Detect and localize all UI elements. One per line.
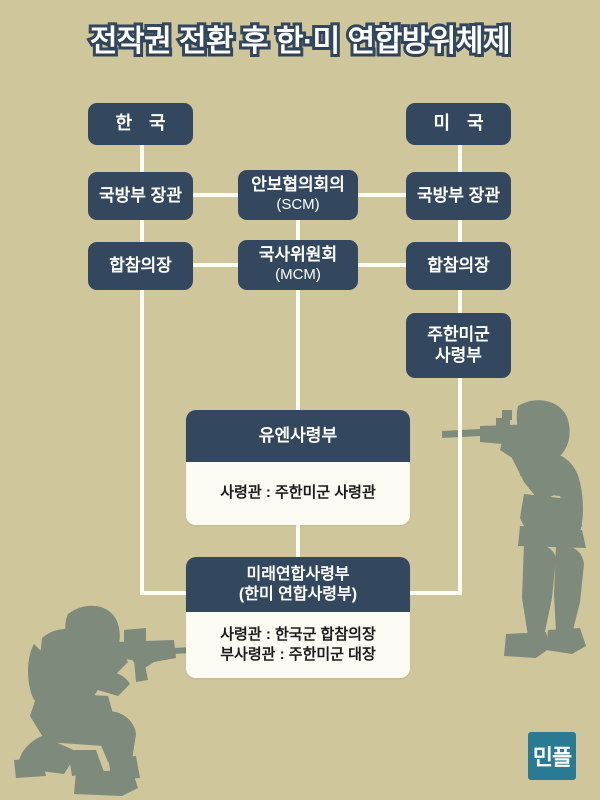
publisher-logo-text: 민플 xyxy=(532,745,572,770)
box-scm[interactable]: 안보협의회의 (SCM) xyxy=(238,170,358,220)
card-future-combined-command-body: 사령관 : 한국군 합참의장 부사령관 : 주한미군 대장 xyxy=(186,612,410,678)
connector-kr-country-to-minister xyxy=(140,145,144,172)
connector-mcm-to-us-chairman xyxy=(356,263,410,267)
page-title: 전작권 전환 후 한·미 연합방위체제 xyxy=(0,16,600,61)
card-future-combined-command-commander: 사령관 : 한국군 합참의장 xyxy=(220,625,376,643)
box-usa-label: 미 국 xyxy=(433,113,490,134)
connector-unc-to-cfc xyxy=(296,523,300,559)
box-usfk-command-label-line1: 주한미군 xyxy=(427,324,490,344)
connector-scm-to-us-minister xyxy=(356,193,410,197)
box-kr-jcs-chairman[interactable]: 합참의장 xyxy=(88,242,193,290)
box-usfk-command[interactable]: 주한미군 사령부 xyxy=(406,313,511,378)
card-future-combined-command-subtitle: (한미 연합사령부) xyxy=(238,585,358,603)
box-kr-defense-minister-label: 국방부 장관 xyxy=(99,185,182,205)
box-us-jcs-chairman-label: 합참의장 xyxy=(427,255,490,275)
card-future-combined-command-header: 미래연합사령부 (한미 연합사령부) xyxy=(186,557,410,612)
standing-soldier-silhouette xyxy=(440,398,600,683)
connector-kr-chairman-down xyxy=(140,290,144,595)
box-usfk-command-label-line2: 사령부 xyxy=(435,345,482,365)
box-us-defense-minister[interactable]: 국방부 장관 xyxy=(406,172,511,220)
card-future-combined-command-deputy: 부사령관 : 주한미군 대장 xyxy=(220,646,376,663)
box-korea[interactable]: 한 국 xyxy=(88,103,193,145)
kneeling-soldier-silhouette xyxy=(12,600,217,800)
card-un-command-title: 유엔사령부 xyxy=(258,426,338,446)
connector-kr-chairman-to-mcm xyxy=(192,263,240,267)
connector-kr-chairman-to-cfc xyxy=(140,591,192,595)
publisher-logo[interactable]: 민플 xyxy=(528,732,576,780)
connector-us-minister-to-chairman xyxy=(458,220,462,242)
card-un-command-commander: 사령관 : 주한미군 사령관 xyxy=(220,484,376,502)
box-mcm[interactable]: 국사위원회 (MCM) xyxy=(238,240,358,290)
box-mcm-abbr: (MCM) xyxy=(275,266,321,284)
card-future-combined-command[interactable]: 미래연합사령부 (한미 연합사령부) 사령관 : 한국군 합참의장 부사령관 :… xyxy=(186,557,410,678)
page-title-text: 전작권 전환 후 한·미 연합방위체제 xyxy=(87,22,514,61)
card-un-command[interactable]: 유엔사령부 사령관 : 주한미군 사령관 xyxy=(186,410,410,525)
connector-kr-minister-to-scm xyxy=(192,193,240,197)
connector-scm-to-mcm xyxy=(296,220,300,242)
connector-kr-minister-to-chairman xyxy=(140,220,144,242)
connector-us-country-to-minister xyxy=(458,145,462,172)
connector-usfk-down xyxy=(458,378,462,595)
card-future-combined-command-title: 미래연합사령부 xyxy=(246,565,350,583)
connector-us-chairman-to-usfk xyxy=(458,290,462,313)
box-kr-defense-minister[interactable]: 국방부 장관 xyxy=(88,172,193,220)
box-usa[interactable]: 미 국 xyxy=(406,103,511,145)
box-mcm-title: 국사위원회 xyxy=(258,245,338,265)
box-scm-abbr: (SCM) xyxy=(276,196,320,214)
card-un-command-body: 사령관 : 주한미군 사령관 xyxy=(186,462,410,525)
box-kr-jcs-chairman-label: 합참의장 xyxy=(109,255,172,275)
card-un-command-header: 유엔사령부 xyxy=(186,410,410,462)
box-korea-label: 한 국 xyxy=(115,113,172,134)
box-scm-title: 안보협의회의 xyxy=(251,175,345,195)
connector-usfk-to-cfc xyxy=(406,591,462,595)
connector-mcm-to-unc xyxy=(296,290,300,412)
box-us-defense-minister-label: 국방부 장관 xyxy=(417,185,500,205)
box-us-jcs-chairman[interactable]: 합참의장 xyxy=(406,242,511,290)
